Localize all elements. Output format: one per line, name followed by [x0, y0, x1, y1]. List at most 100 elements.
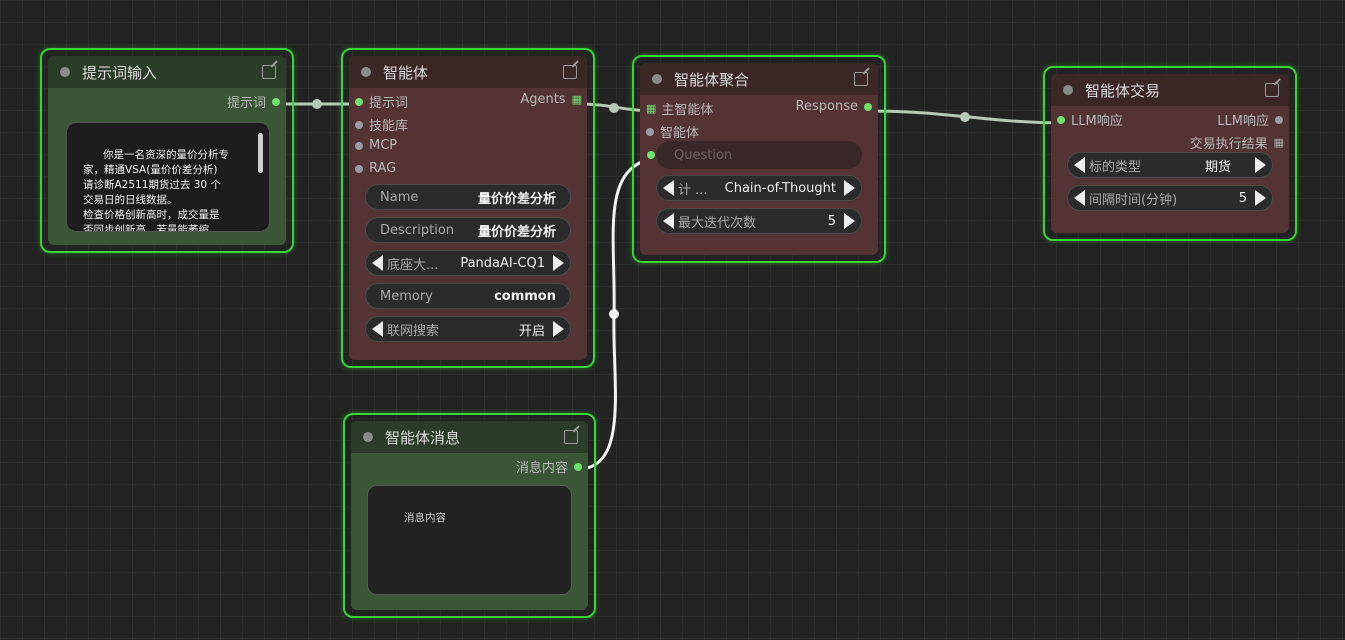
widget-value: 5 [1238, 190, 1247, 206]
edit-icon[interactable] [564, 430, 578, 444]
grid-port-icon[interactable]: ▦ [646, 102, 656, 115]
grid-port-icon[interactable]: ▦ [571, 93, 582, 106]
port-dot-icon[interactable] [1057, 115, 1065, 124]
port-label: LLM响应 [1071, 114, 1123, 129]
arrow-right-icon[interactable] [1255, 157, 1266, 173]
interval-stepper[interactable]: 间隔时间(分钟) 5 [1067, 185, 1273, 211]
arrow-right-icon[interactable] [844, 213, 855, 229]
wire-reroute-dot[interactable] [609, 103, 619, 113]
port-dot-icon[interactable] [355, 141, 363, 150]
node-title: 智能体聚合 [674, 70, 750, 89]
arrow-left-icon[interactable] [663, 213, 674, 229]
arrow-left-icon[interactable] [372, 321, 383, 337]
port-label: 提示词 [226, 96, 266, 111]
input-port-rag[interactable]: RAG [355, 161, 396, 176]
port-dot-icon[interactable] [646, 127, 654, 136]
node-title: 智能体 [383, 63, 429, 82]
port-dot-icon[interactable] [864, 102, 872, 111]
node-title: 提示词输入 [82, 63, 158, 82]
output-port-prompt[interactable]: 提示词 [227, 92, 280, 111]
base-model-select[interactable]: 底座大... PandaAI-CQ1 [365, 250, 571, 276]
max-iterations-stepper[interactable]: 最大迭代次数 5 [656, 208, 862, 234]
arrow-left-icon[interactable] [1074, 157, 1085, 173]
widget-label: Memory [380, 288, 433, 304]
strategy-select[interactable]: 计 ... Chain-of-Thought [656, 175, 862, 201]
widget-value: 5 [827, 213, 836, 229]
port-label: MCP [369, 138, 398, 153]
port-label: 交易执行结果 [1189, 137, 1268, 152]
widget-value: 量价价差分析 [477, 224, 556, 240]
node-agent-trade[interactable]: 智能体交易 LLM响应 LLM响应 交易执行结果 ▦ 标的类型 期货 [1043, 66, 1297, 241]
input-port-mcp[interactable]: MCP [355, 138, 397, 153]
output-port-agents[interactable]: Agents ▦ [520, 92, 582, 107]
node-title: 智能体消息 [385, 428, 461, 447]
port-dot-icon[interactable] [355, 164, 363, 173]
node-agent-message[interactable]: 智能体消息 消息内容 消息内容 [343, 413, 596, 618]
edit-icon[interactable] [262, 65, 276, 79]
scrollbar-thumb[interactable] [258, 133, 263, 173]
widget-label: Description [380, 222, 455, 238]
wire-reroute-dot[interactable] [960, 112, 970, 122]
question-port-dot-icon[interactable] [647, 151, 655, 159]
widget-value: Chain-of-Thought [724, 180, 836, 196]
output-port-trade-result[interactable]: 交易执行结果 ▦ [1189, 133, 1284, 152]
node-header[interactable]: 智能体交易 [1051, 74, 1289, 106]
port-dot-icon[interactable] [1275, 115, 1283, 124]
grid-port-icon[interactable]: ▦ [1273, 136, 1284, 149]
wire-reroute-dot[interactable] [609, 309, 619, 319]
arrow-right-icon[interactable] [1255, 190, 1266, 206]
input-port-agent[interactable]: 智能体 [646, 122, 699, 141]
input-port-llm-response[interactable]: LLM响应 [1057, 110, 1123, 129]
port-label: 智能体 [660, 126, 700, 141]
collapse-dot-icon[interactable] [652, 74, 662, 84]
port-label: 技能库 [369, 119, 409, 134]
arrow-left-icon[interactable] [1074, 190, 1085, 206]
output-port-llm-response[interactable]: LLM响应 [1217, 110, 1283, 129]
input-port-prompt[interactable]: 提示词 [355, 92, 408, 111]
port-label: 提示词 [369, 96, 409, 111]
widget-value: PandaAI-CQ1 [460, 255, 545, 271]
node-prompt-input[interactable]: 提示词输入 提示词 你是一名资深的量价分析专 家，精通VSA(量价价差分析) 请… [40, 48, 294, 253]
node-header[interactable]: 智能体 [349, 56, 587, 88]
collapse-dot-icon[interactable] [361, 67, 371, 77]
output-port-message[interactable]: 消息内容 [516, 457, 582, 476]
widget-label: Name [380, 189, 419, 205]
collapse-dot-icon[interactable] [1063, 85, 1073, 95]
port-label: LLM响应 [1217, 114, 1269, 129]
output-port-response[interactable]: Response [796, 99, 872, 114]
arrow-left-icon[interactable] [663, 180, 674, 196]
name-field[interactable]: Name 量价价差分析 [365, 184, 571, 210]
edit-icon[interactable] [1265, 83, 1279, 97]
wire-reroute-dot[interactable] [312, 99, 322, 109]
widget-value: 开启 [518, 323, 545, 339]
arrow-right-icon[interactable] [553, 255, 564, 271]
web-search-select[interactable]: 联网搜索 开启 [365, 316, 571, 342]
widget-label: 底座大... [387, 257, 439, 273]
prompt-textarea[interactable]: 你是一名资深的量价分析专 家，精通VSA(量价价差分析) 请诊断A2511期货过… [66, 122, 270, 232]
node-header[interactable]: 智能体聚合 [640, 63, 878, 95]
collapse-dot-icon[interactable] [363, 432, 373, 442]
input-port-skills[interactable]: 技能库 [355, 115, 408, 134]
port-label: Agents [520, 92, 566, 107]
input-port-main-agent[interactable]: ▦ 主智能体 [646, 99, 713, 118]
collapse-dot-icon[interactable] [60, 67, 70, 77]
port-dot-icon[interactable] [355, 97, 363, 106]
edit-icon[interactable] [854, 72, 868, 86]
memory-field[interactable]: Memory common [365, 283, 571, 309]
node-header[interactable]: 提示词输入 [48, 56, 286, 88]
message-textarea[interactable]: 消息内容 [367, 485, 572, 595]
node-agent[interactable]: 智能体 提示词 Agents ▦ 技能库 MCP [341, 48, 595, 368]
asset-type-select[interactable]: 标的类型 期货 [1067, 152, 1273, 178]
port-dot-icon[interactable] [355, 120, 363, 129]
port-dot-icon[interactable] [574, 462, 582, 471]
port-dot-icon[interactable] [272, 97, 280, 106]
node-agent-aggregate[interactable]: 智能体聚合 ▦ 主智能体 Response 智能体 Question [632, 55, 886, 263]
arrow-left-icon[interactable] [372, 255, 383, 271]
arrow-right-icon[interactable] [844, 180, 855, 196]
question-input[interactable]: Question [656, 141, 862, 169]
node-header[interactable]: 智能体消息 [351, 421, 588, 453]
arrow-right-icon[interactable] [553, 321, 564, 337]
port-label: Response [795, 99, 858, 114]
description-field[interactable]: Description 量价价差分析 [365, 217, 571, 243]
edit-icon[interactable] [563, 65, 577, 79]
